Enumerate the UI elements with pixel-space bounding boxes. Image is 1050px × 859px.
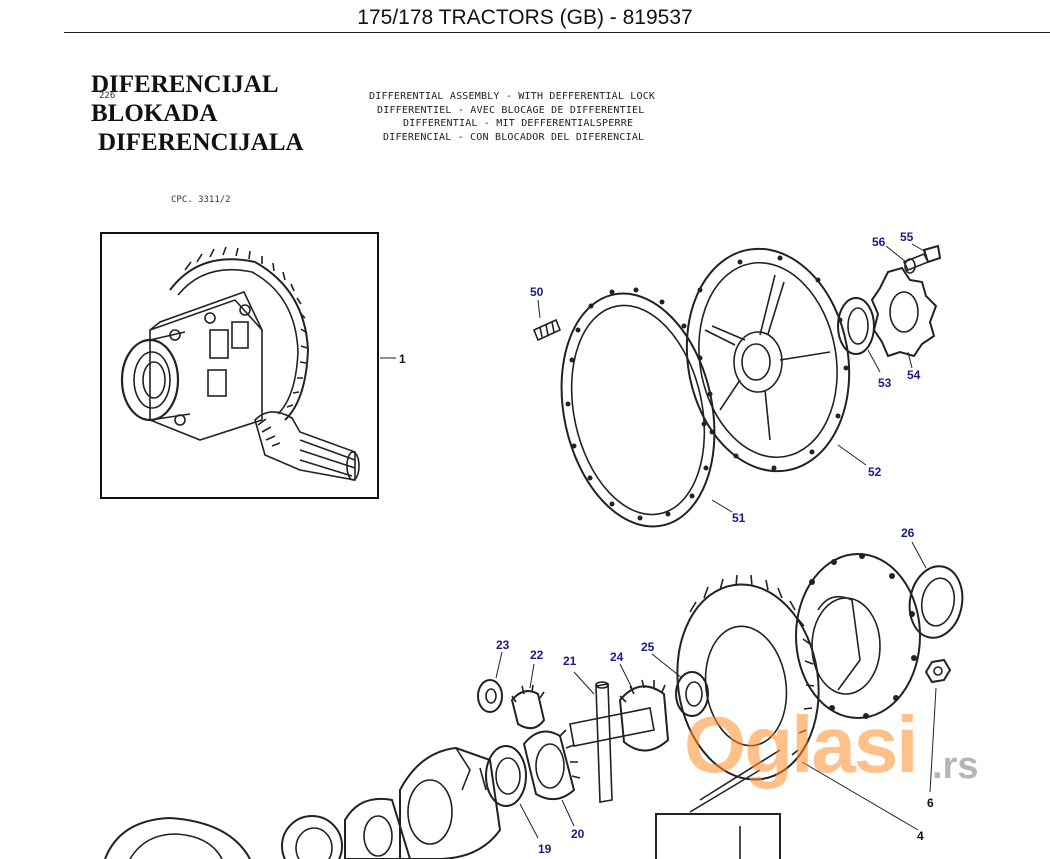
title-line-1: DIFERENCIJAL (91, 71, 279, 98)
callout-56: 56 (872, 235, 886, 249)
callout-52: 52 (868, 465, 882, 479)
callout-21: 21 (563, 654, 577, 668)
part-25-side-gear (651, 653, 709, 717)
description-fr: DIFFERENTIEL - AVEC BLOCAGE DE DIFFERENT… (377, 104, 645, 116)
inset-bearing-hub (120, 331, 191, 422)
callout-1: 1 (399, 352, 406, 366)
callout-6: 6 (927, 796, 934, 810)
inset-ring-gear (169, 246, 310, 421)
callout-4: 4 (917, 829, 924, 843)
part-26-seal (908, 541, 964, 639)
part-50-bolt (532, 299, 562, 342)
bearing-housing-left (104, 816, 251, 859)
callout-26: 26 (901, 526, 915, 540)
part-24-pinion-gear (618, 663, 670, 752)
callout-50: 50 (530, 285, 544, 299)
part-52-cover (685, 247, 867, 473)
callout-25: 25 (641, 640, 655, 654)
page-number: 226 (99, 91, 116, 101)
differential-case-half (399, 746, 502, 859)
part-51-gasket (560, 287, 733, 528)
page-header: 175/178 TRACTORS (GB) - 819537 (357, 6, 693, 29)
callout-19: 19 (538, 842, 552, 856)
header-rule (64, 32, 1050, 33)
watermark-tld: .rs (932, 745, 979, 787)
lock-collar (344, 798, 412, 859)
callout-51: 51 (732, 511, 746, 525)
description-de: DIFFERENTIAL - MIT DEFFERENTIALSPERRE (403, 118, 634, 129)
title-block: DIFERENCIJAL BLOKADA DIFERENCIJALA (91, 70, 304, 157)
inset-pinion-shaft (254, 411, 360, 481)
bearing-housing-right (795, 553, 921, 719)
part-6-nut (924, 658, 952, 793)
watermark-logo: Oglasi (684, 700, 919, 789)
part-54-lock-plate (870, 266, 938, 369)
title-line-2: BLOKADA (91, 100, 218, 127)
reference-code: CPC. 3311/2 (171, 195, 231, 205)
callout-20: 20 (571, 827, 585, 841)
callout-55: 55 (900, 230, 914, 244)
bearing-left (281, 815, 343, 859)
description-en: DIFFERENTIAL ASSEMBLY - WITH DEFFERENTIA… (369, 91, 656, 102)
part-55-56-bolt-washer (885, 243, 942, 274)
title-line-3: DIFERENCIJALA (98, 129, 304, 156)
callout-54: 54 (907, 368, 921, 382)
callout-24: 24 (610, 650, 624, 664)
part-19-washer (485, 745, 539, 839)
part-20-side-gear (522, 729, 581, 827)
part-23-washer (477, 651, 503, 713)
ring-gear (676, 574, 919, 831)
callout-22: 22 (530, 648, 544, 662)
part-21-cross-shaft (569, 671, 655, 803)
lower-part-box (655, 813, 781, 859)
part-22-pinion (510, 663, 546, 730)
description-es: DIFERENCIAL - CON BLOCADOR DEL DIFERENCI… (383, 131, 645, 143)
description-block: DIFFERENTIAL ASSEMBLY - WITH DEFFERENTIA… (369, 90, 655, 144)
callout-53: 53 (878, 376, 892, 390)
callout-23: 23 (496, 638, 510, 652)
assembly-inset-frame (100, 232, 379, 499)
